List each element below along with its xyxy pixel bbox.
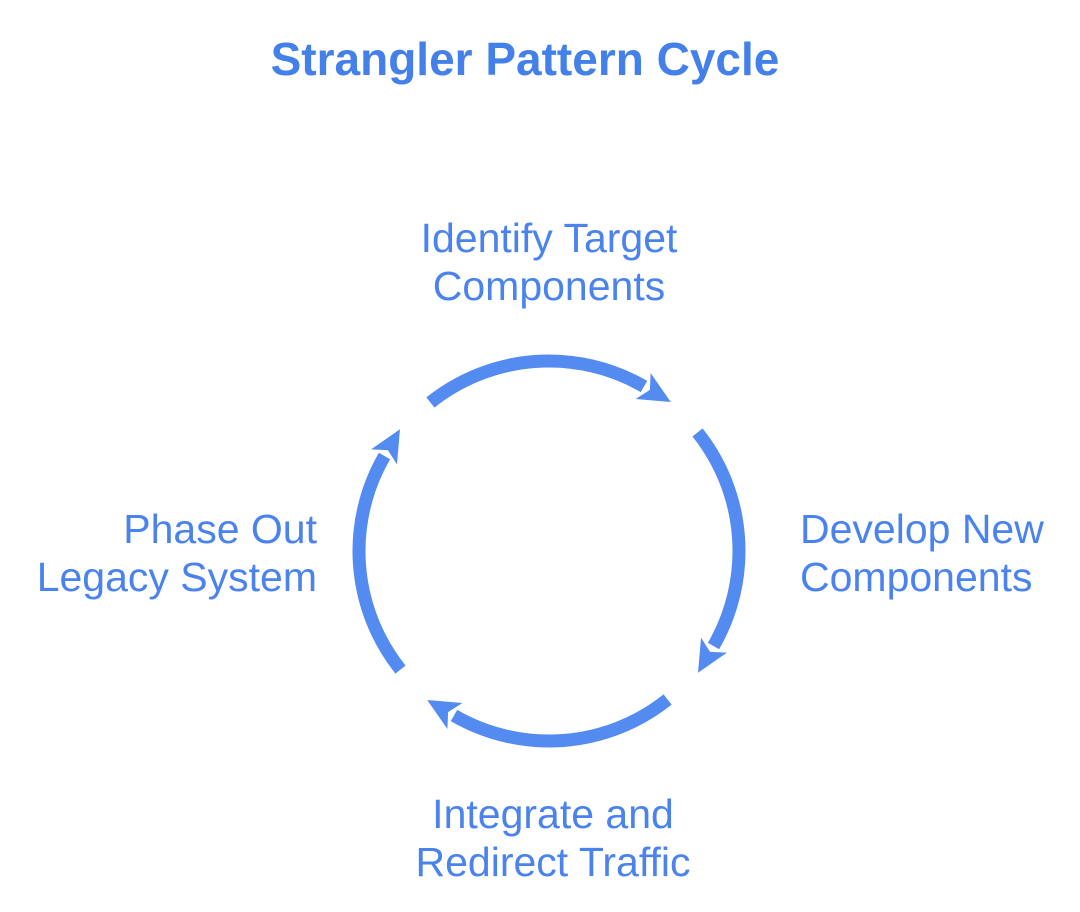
- diagram-title: Strangler Pattern Cycle: [270, 33, 780, 85]
- cycle-arrow-bottom: [427, 694, 672, 748]
- step-label-line: Identify Target: [420, 215, 678, 261]
- step-label-line: Redirect Traffic: [415, 839, 691, 885]
- cycle-arrow-left: [352, 429, 406, 674]
- step-label-line: Phase Out: [123, 506, 317, 552]
- cycle-arrow-right: [692, 428, 746, 673]
- step-label-line: Develop New: [800, 506, 1044, 552]
- cycle-arrow-top: [426, 354, 671, 408]
- step-label-line: Components: [432, 263, 666, 309]
- cycle-step-develop-new-components: Develop New Components: [800, 505, 1044, 601]
- cycle-step-integrate-and-redirect-traffic: Integrate and Redirect Traffic: [416, 790, 691, 886]
- cycle-step-identify-target-components: Identify Target Components: [421, 214, 678, 310]
- step-label-line: Legacy System: [36, 554, 317, 600]
- step-label-line: Integrate and: [432, 791, 674, 837]
- step-label-line: Components: [800, 554, 1033, 600]
- cycle-step-phase-out-legacy-system: Phase Out Legacy System: [37, 505, 317, 601]
